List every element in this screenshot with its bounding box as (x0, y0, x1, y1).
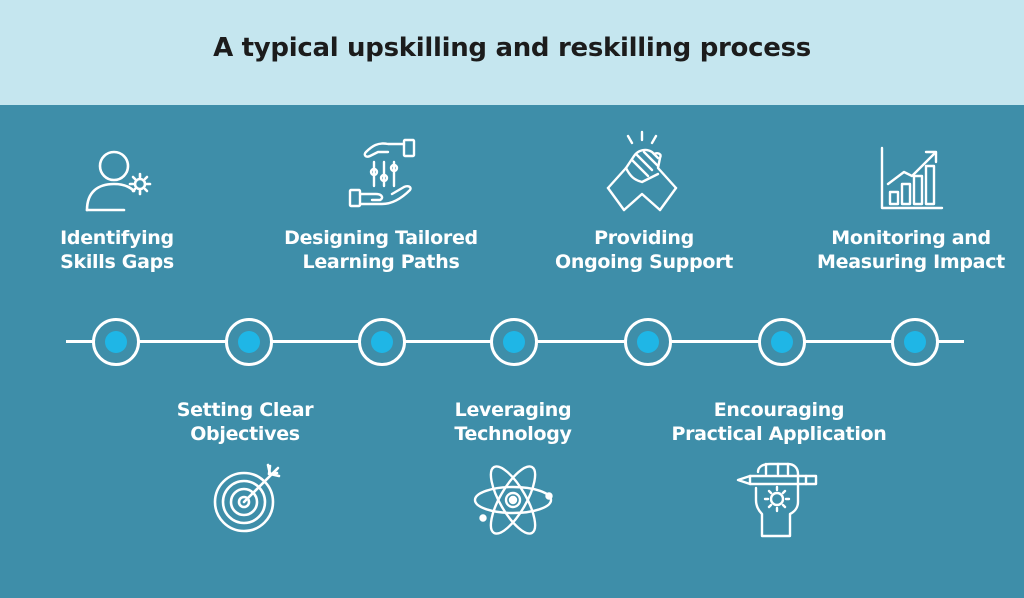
timeline-node-4 (490, 318, 538, 366)
timeline-node-6 (758, 318, 806, 366)
timeline-node-5 (624, 318, 672, 366)
node-dot (503, 331, 525, 353)
page-title: A typical upskilling and reskilling proc… (213, 33, 811, 63)
person-gear-icon (84, 148, 154, 212)
timeline-node-1 (92, 318, 140, 366)
target-icon (212, 462, 288, 536)
timeline-node-3 (358, 318, 406, 366)
timeline-node-7 (891, 318, 939, 366)
node-dot (771, 331, 793, 353)
timeline-node-2 (225, 318, 273, 366)
node-dot (637, 331, 659, 353)
node-dot (105, 331, 127, 353)
hands-adjust-icon (348, 138, 418, 210)
growth-chart-icon (878, 146, 944, 210)
handshake-icon (604, 130, 680, 212)
node-dot (371, 331, 393, 353)
node-dot (904, 331, 926, 353)
atom-icon (471, 462, 555, 538)
node-dot (238, 331, 260, 353)
hand-pencil-gear-icon (736, 462, 822, 538)
header-band (0, 0, 1024, 105)
